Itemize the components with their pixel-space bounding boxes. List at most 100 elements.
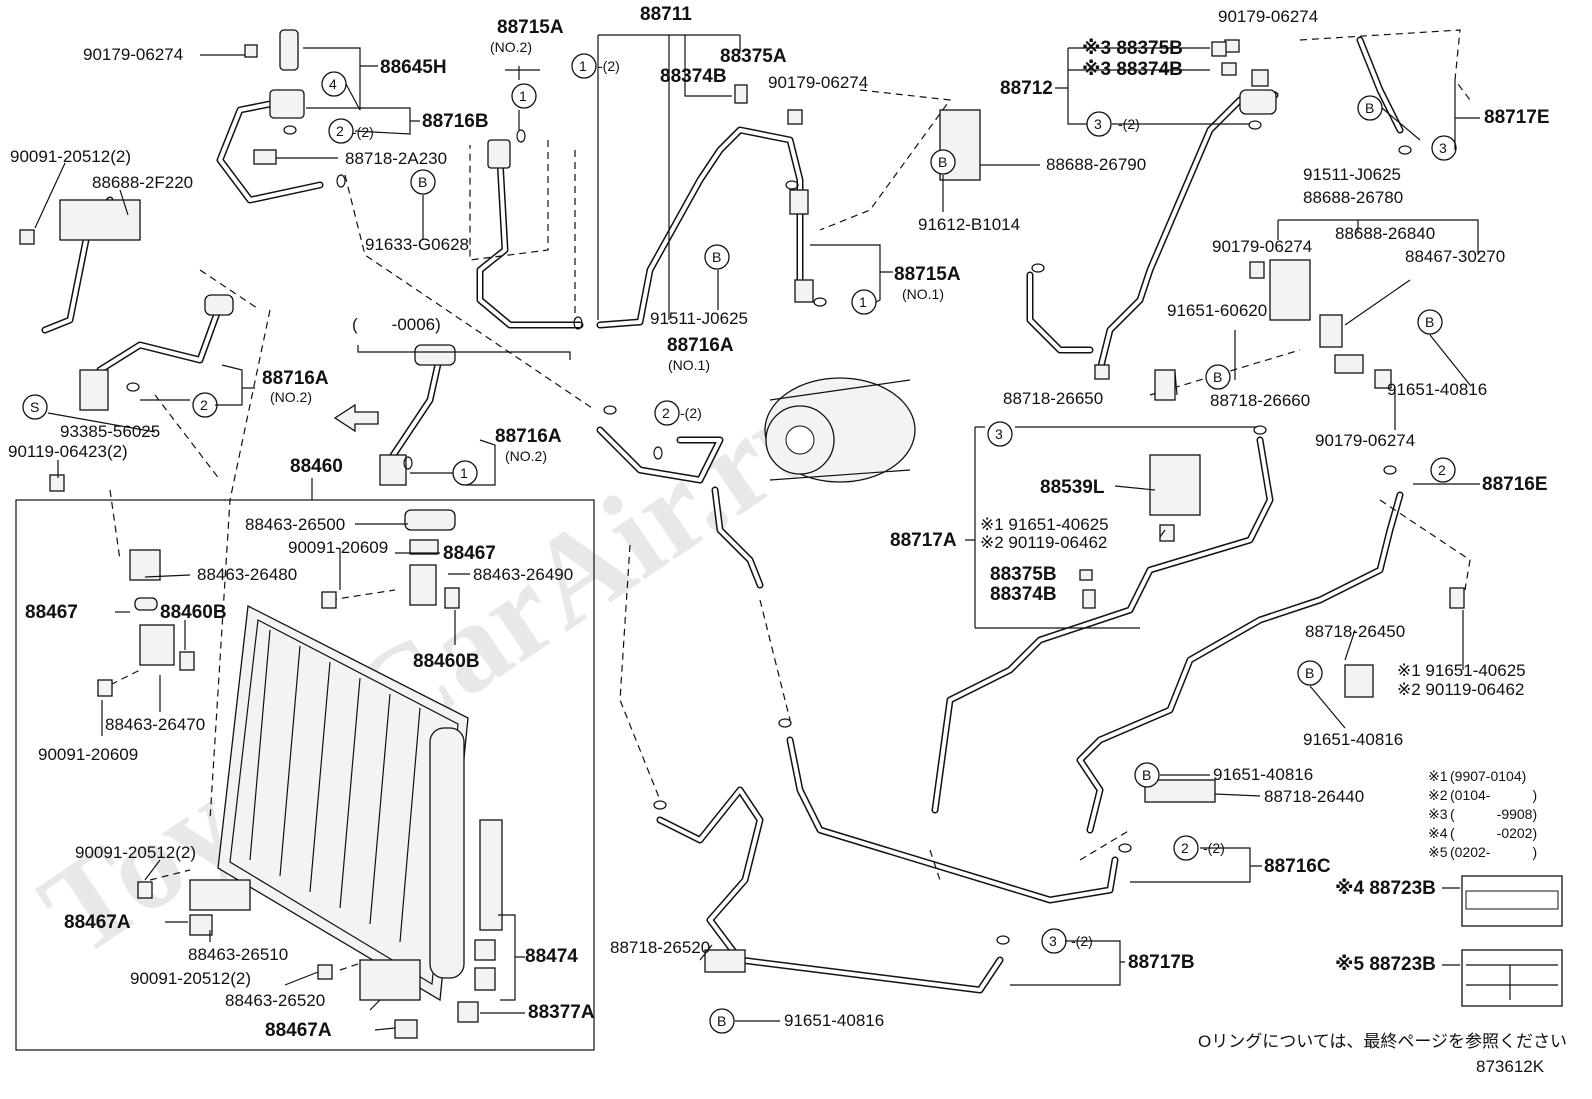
label-88718-26440: 88718-26440 bbox=[1264, 787, 1364, 806]
marker-label: B bbox=[1142, 767, 1151, 783]
marker-label: B bbox=[1425, 314, 1434, 330]
marker-label: 1 bbox=[460, 465, 468, 481]
label-88463-26490: 88463-26490 bbox=[473, 565, 573, 584]
label-88715a-mid-sub: (NO.1) bbox=[902, 286, 944, 302]
label-88474: 88474 bbox=[525, 946, 578, 967]
label-88718-26520: 88718-26520 bbox=[610, 938, 710, 957]
small-parts bbox=[19, 29, 1465, 1039]
label-90179-06274-c: 90179-06274 bbox=[1218, 7, 1318, 26]
label-90119-06423: 90119-06423(2) bbox=[8, 442, 128, 461]
legend-range-3: ( -9908) bbox=[1450, 806, 1537, 822]
qty-label: -(2) bbox=[680, 405, 702, 421]
label-88718-2a230: 88718-2A230 bbox=[345, 149, 447, 168]
label-88712: 88712 bbox=[1000, 78, 1053, 99]
label-88723b-4: ※4 88723B bbox=[1335, 878, 1436, 899]
marker-label: 2 bbox=[662, 405, 670, 421]
label-88467a-b: 88467A bbox=[265, 1020, 332, 1041]
label-88715a-top-sub: (NO.2) bbox=[490, 39, 532, 55]
marker-label: B bbox=[712, 249, 721, 265]
marker-label: B bbox=[717, 1013, 726, 1029]
marker-label: 2 bbox=[1181, 840, 1189, 856]
label-88467-b: 88467 bbox=[443, 543, 496, 564]
marker-label: 2 bbox=[1438, 462, 1446, 478]
legend-range-1: (9907-0104) bbox=[1450, 768, 1526, 784]
label-88717b: 88717B bbox=[1128, 952, 1195, 973]
legend-mark-4: ※4 bbox=[1428, 825, 1448, 841]
label-90119-06462-b: ※2 90119-06462 bbox=[1397, 680, 1524, 699]
marker-label: 1 bbox=[579, 58, 587, 74]
o-ring-note: Oリングについては、最終ページを参照ください bbox=[1198, 1032, 1567, 1051]
label-88716a-mid: 88716A bbox=[495, 426, 562, 447]
leader-lines bbox=[34, 34, 1480, 1031]
o-rings bbox=[126, 120, 1412, 945]
qty-label: -(2) bbox=[1071, 933, 1093, 949]
label-91651-40625-b: ※1 91651-40625 bbox=[1397, 661, 1526, 680]
legend-mark-2: ※2 bbox=[1428, 787, 1448, 803]
marker-label: 3 bbox=[995, 426, 1003, 442]
legend-range-5: (0202- ) bbox=[1450, 844, 1537, 860]
label-88375a: 88375A bbox=[720, 46, 787, 67]
label-88716a-left: 88716A bbox=[262, 368, 329, 389]
label-88688-26780: 88688-26780 bbox=[1303, 188, 1403, 207]
label-90179-06274-b: 90179-06274 bbox=[768, 73, 868, 92]
legend: ※1 (9907-0104) ※2 (0104- ) ※3 ( -9908) ※… bbox=[1428, 768, 1537, 860]
label-88716e: 88716E bbox=[1482, 474, 1548, 495]
label-88711: 88711 bbox=[640, 4, 692, 25]
label-90091-20512-a: 90091-20512(2) bbox=[10, 147, 131, 166]
label-88717a: 88717A bbox=[890, 530, 957, 551]
condenser-seal bbox=[479, 819, 503, 931]
label-90091-20609-a: 90091-20609 bbox=[288, 538, 388, 557]
label-90179-06274-a: 90179-06274 bbox=[83, 45, 183, 64]
marker-label: B bbox=[418, 174, 427, 190]
label-88467-a: 88467 bbox=[25, 602, 78, 623]
label-88688-2f220: 88688-2F220 bbox=[92, 173, 193, 192]
legend-mark-1: ※1 bbox=[1428, 768, 1448, 784]
marker-label: 3 bbox=[1439, 140, 1447, 156]
label-88688-26840: 88688-26840 bbox=[1335, 224, 1435, 243]
marker-label: S bbox=[30, 399, 39, 415]
marker-label: 2 bbox=[200, 397, 208, 413]
label-93385-56025: 93385-56025 bbox=[60, 422, 160, 441]
marker-label: 3 bbox=[1094, 116, 1102, 132]
label-88460b-a: 88460B bbox=[160, 602, 227, 623]
label-91511-j0625-b: 91511-J0625 bbox=[1303, 165, 1401, 184]
label-88716c: 88716C bbox=[1264, 856, 1331, 877]
label-88718-26660: 88718-26660 bbox=[1210, 391, 1310, 410]
legend-mark-3: ※3 bbox=[1428, 806, 1448, 822]
label-90119-06462-a: ※2 90119-06462 bbox=[980, 533, 1107, 552]
label-88463-26520: 88463-26520 bbox=[225, 991, 325, 1010]
diagram-code: 873612K bbox=[1476, 1057, 1545, 1076]
label-88716a-no1: 88716A bbox=[667, 335, 734, 356]
label-88718-26450: 88718-26450 bbox=[1305, 622, 1405, 641]
receiver-drier bbox=[429, 727, 465, 979]
label-88467-30270: 88467-30270 bbox=[1405, 247, 1505, 266]
label-91651-40625-a: ※1 91651-40625 bbox=[980, 515, 1109, 534]
marker-label: B bbox=[1213, 369, 1222, 385]
hfc-label-plate-4 bbox=[1461, 875, 1563, 927]
qty-label: -(2) bbox=[598, 58, 620, 74]
label-88716b: 88716B bbox=[422, 111, 489, 132]
label-88374b-top: 88374B bbox=[660, 66, 727, 87]
label-88716a-no1-sub: (NO.1) bbox=[668, 357, 710, 373]
label-91651-40816-b: 91651-40816 bbox=[1303, 730, 1403, 749]
label-90091-20609-b: 90091-20609 bbox=[38, 745, 138, 764]
label-88716a-mid-sub: (NO.2) bbox=[505, 448, 547, 464]
label-90179-06274-d: 90179-06274 bbox=[1212, 237, 1312, 256]
legend-range-4: ( -0202) bbox=[1450, 825, 1537, 841]
label-88645h: 88645H bbox=[380, 57, 447, 78]
marker-label: B bbox=[938, 154, 947, 170]
label-88715a-top: 88715A bbox=[497, 17, 564, 38]
callout-88460: 88460 bbox=[290, 456, 343, 477]
refrigerant-pipes bbox=[41, 36, 1404, 994]
label-88688-26790: 88688-26790 bbox=[1046, 155, 1146, 174]
qty-label: -(2) bbox=[1118, 116, 1140, 132]
label-range-0006: ( -0006) bbox=[352, 315, 441, 334]
marker-label: 3 bbox=[1049, 933, 1057, 949]
part-labels: 90179-06274 88645H 88716B -(2) 88718-2A2… bbox=[8, 4, 1550, 1041]
label-88716a-left-sub: (NO.2) bbox=[270, 389, 312, 405]
marker-label: 1 bbox=[519, 88, 527, 104]
label-91511-j0625-a: 91511-J0625 bbox=[650, 309, 748, 328]
label-88723b-5: ※5 88723B bbox=[1335, 954, 1436, 975]
circle-markers: 1 1 4 2 B B 1 B 3 B 3 B B 3 2 B B 2 3 B … bbox=[22, 53, 1457, 1034]
